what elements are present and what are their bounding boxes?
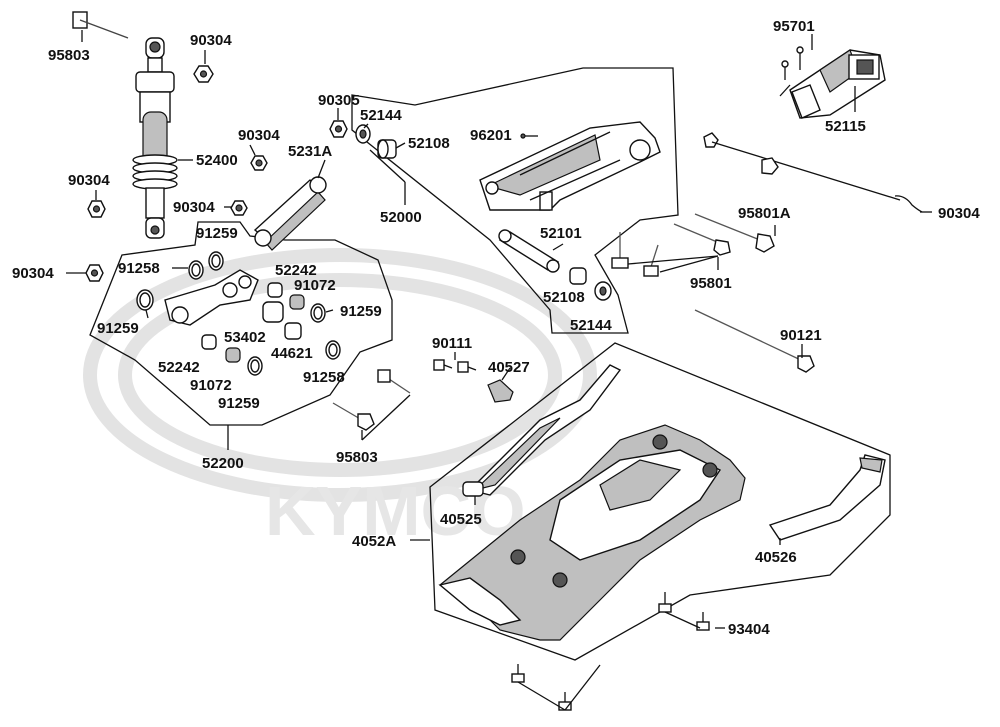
label-52242-b: 52242 bbox=[158, 359, 200, 376]
label-52000: 52000 bbox=[380, 209, 422, 226]
nut-90304-f bbox=[85, 264, 104, 282]
bolt-95803-top bbox=[72, 11, 129, 39]
bushing-52108-b bbox=[569, 267, 587, 285]
washer-91259-c bbox=[310, 303, 326, 323]
label-93404: 93404 bbox=[728, 621, 770, 638]
label-91259-a: 91259 bbox=[196, 225, 238, 242]
bushing-52108-a bbox=[377, 139, 397, 159]
group-outline-52000 bbox=[351, 67, 679, 334]
bushing-52242-a bbox=[267, 282, 283, 298]
label-90304-c: 90304 bbox=[238, 127, 280, 144]
part-labels: 95803 90304 90305 52144 95701 52108 9620… bbox=[12, 18, 980, 638]
washer-91259-b bbox=[136, 289, 154, 311]
rail-40525 bbox=[462, 364, 622, 497]
label-52242-a: 52242 bbox=[275, 262, 317, 279]
nut-90304-e bbox=[230, 200, 248, 216]
bolt-93404-c bbox=[511, 664, 525, 683]
sleeve-52101 bbox=[498, 229, 560, 273]
washer-91259-d bbox=[247, 356, 263, 376]
label-40527: 40527 bbox=[488, 359, 530, 376]
label-4052A: 4052A bbox=[352, 533, 396, 550]
bolt-95801-a bbox=[611, 232, 629, 269]
washer-91258-b bbox=[325, 340, 341, 360]
label-52108-b: 52108 bbox=[543, 289, 585, 306]
leader-lines bbox=[66, 30, 932, 711]
label-52200: 52200 bbox=[202, 455, 244, 472]
label-90304-e: 90304 bbox=[173, 199, 215, 216]
bushing-52242-b bbox=[201, 334, 217, 350]
label-52108-a: 52108 bbox=[408, 135, 450, 152]
label-95803-b: 95803 bbox=[336, 449, 378, 466]
bolt-95801-c bbox=[673, 223, 731, 256]
label-40526: 40526 bbox=[755, 549, 797, 566]
rod-with-nut-90304-b bbox=[703, 132, 923, 213]
label-91258-a: 91258 bbox=[118, 260, 160, 277]
label-52101: 52101 bbox=[540, 225, 582, 242]
label-91072-b: 91072 bbox=[190, 377, 232, 394]
group-outline-52200 bbox=[89, 221, 393, 426]
nut-90305 bbox=[329, 120, 348, 138]
bolts-95701 bbox=[779, 46, 804, 97]
bearing-91072-b bbox=[225, 347, 241, 363]
bolt-95801-b bbox=[643, 244, 659, 277]
link-arm-52200 bbox=[164, 269, 259, 326]
label-96201: 96201 bbox=[470, 127, 512, 144]
label-52400: 52400 bbox=[196, 152, 238, 169]
bushing-52144-b bbox=[594, 281, 612, 301]
nut-90304-d bbox=[87, 200, 106, 218]
label-91259-d: 91259 bbox=[218, 395, 260, 412]
pin-96201 bbox=[520, 133, 538, 139]
label-52115: 52115 bbox=[825, 118, 866, 135]
label-91259-b: 91259 bbox=[97, 320, 139, 337]
kymco-watermark: KYMCO bbox=[83, 248, 597, 550]
spacer-53402 bbox=[262, 301, 284, 323]
label-90111: 90111 bbox=[432, 335, 472, 352]
label-95801: 95801 bbox=[690, 275, 732, 292]
label-95803-top: 95803 bbox=[48, 47, 90, 64]
bolt-95801A bbox=[694, 213, 775, 253]
bolt-95803-b bbox=[332, 402, 375, 431]
spacer-44621 bbox=[284, 322, 302, 340]
nut-90304-a bbox=[193, 65, 214, 83]
label-90304-b: 90304 bbox=[938, 205, 980, 222]
label-53402: 53402 bbox=[224, 329, 266, 346]
label-52144-a: 52144 bbox=[360, 107, 402, 124]
label-90121: 90121 bbox=[780, 327, 822, 344]
washer-91258-a bbox=[188, 260, 204, 280]
bolt-95803-a bbox=[377, 369, 411, 394]
group-outline-4052A bbox=[429, 342, 891, 661]
under-cover-4052A bbox=[438, 424, 746, 641]
label-91072-a: 91072 bbox=[294, 277, 336, 294]
bracket-52115 bbox=[789, 49, 886, 119]
label-90304-f: 90304 bbox=[12, 265, 54, 282]
label-5231A: 5231A bbox=[288, 143, 332, 160]
label-90305: 90305 bbox=[318, 92, 360, 109]
label-90304-a: 90304 bbox=[190, 32, 232, 49]
clip-40527 bbox=[487, 379, 514, 403]
bolt-93404-a bbox=[658, 592, 672, 613]
rail-40526 bbox=[768, 454, 886, 541]
bolt-90121 bbox=[694, 309, 815, 373]
label-91259-c: 91259 bbox=[340, 303, 382, 320]
label-44621: 44621 bbox=[271, 345, 313, 362]
bushing-52144-a bbox=[355, 124, 371, 144]
label-40525: 40525 bbox=[440, 511, 482, 528]
bearing-91072-a bbox=[289, 294, 305, 310]
link-5231A bbox=[253, 176, 327, 251]
screws-90111 bbox=[433, 359, 477, 373]
label-95701: 95701 bbox=[773, 18, 815, 35]
label-91258-b: 91258 bbox=[303, 369, 345, 386]
washer-91259-a bbox=[208, 251, 224, 271]
swing-arm-frame bbox=[479, 121, 661, 211]
nut-90304-c bbox=[250, 155, 268, 171]
shock-absorber bbox=[132, 37, 178, 239]
label-95801A: 95801A bbox=[738, 205, 791, 222]
label-90304-d: 90304 bbox=[68, 172, 110, 189]
label-52144-b: 52144 bbox=[570, 317, 612, 334]
